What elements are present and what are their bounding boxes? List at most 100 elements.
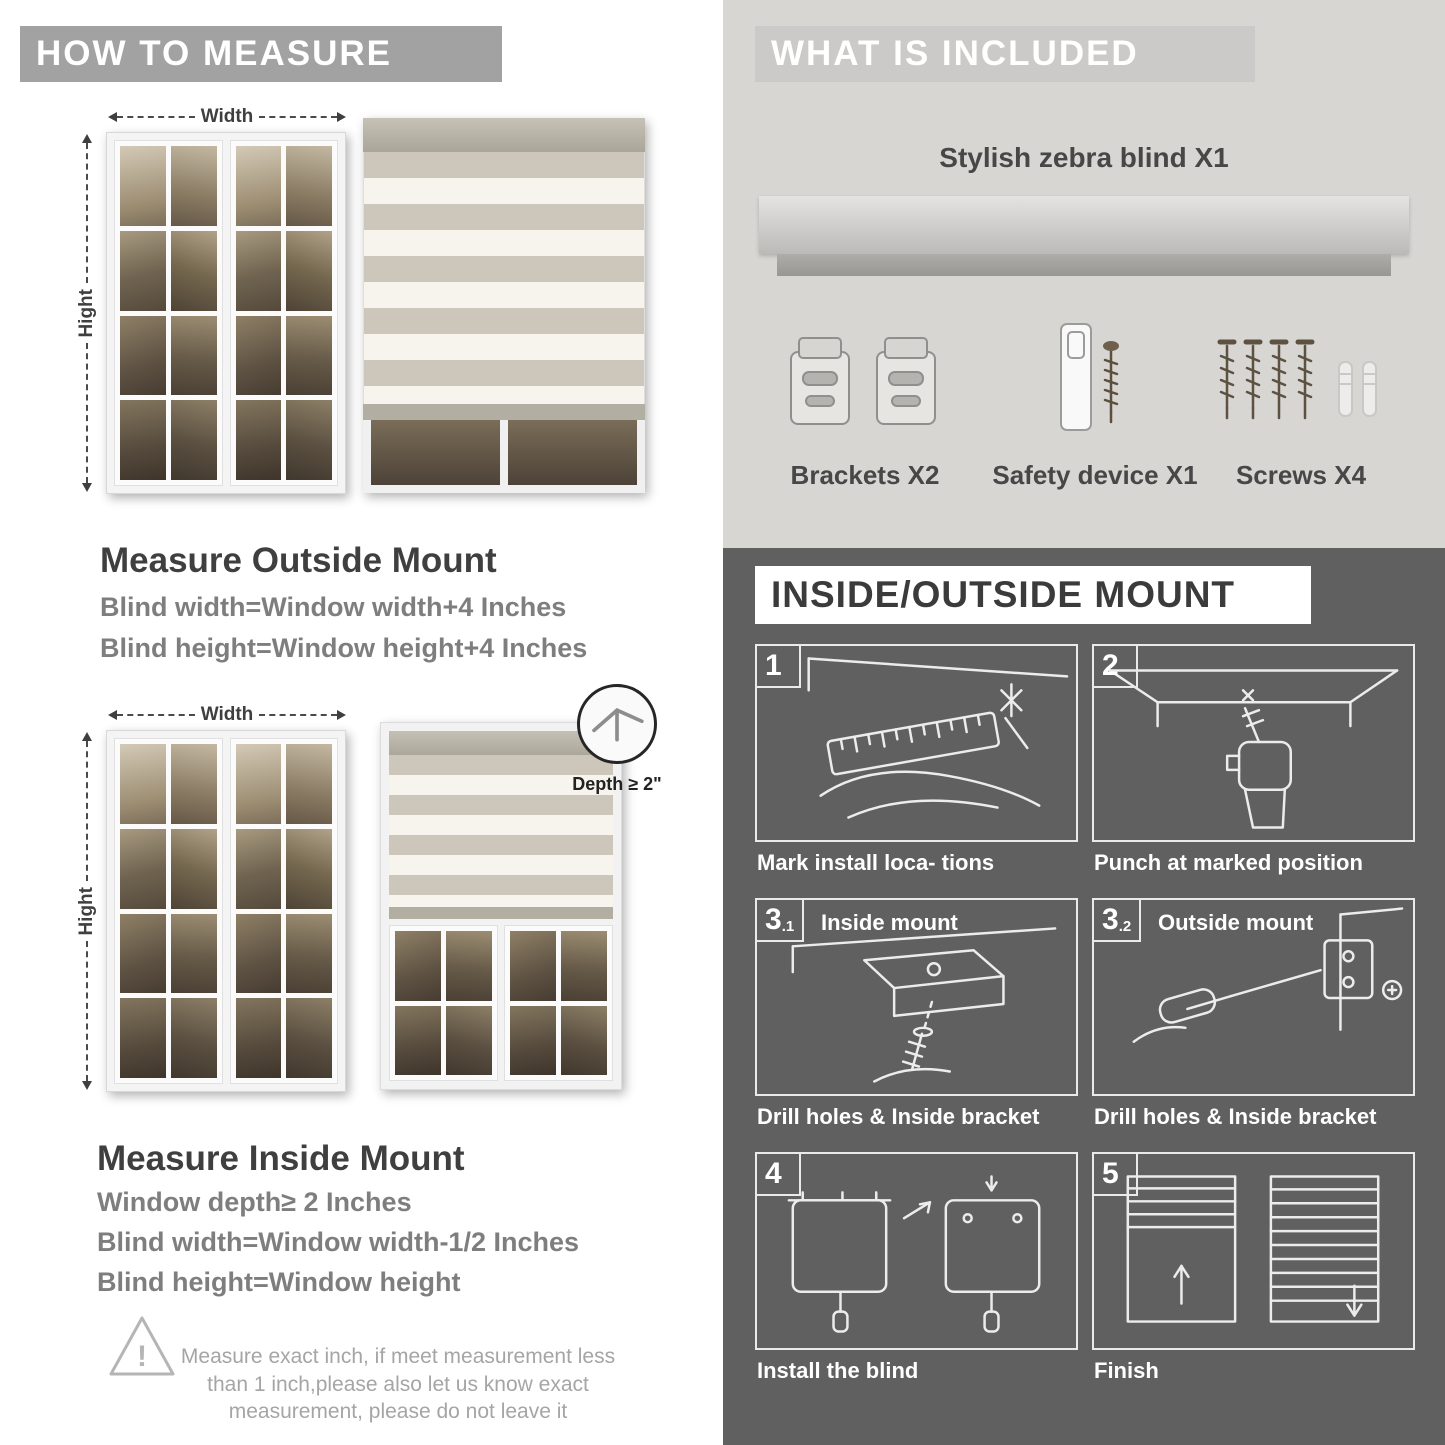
dimension-line <box>117 714 195 716</box>
window-pane <box>286 400 332 480</box>
window-pane <box>446 931 492 1001</box>
window-pane <box>286 913 332 994</box>
inside-mount-blind-illustration <box>380 722 622 1090</box>
depth-callout-circle <box>577 684 657 764</box>
step-panel: 2 <box>1092 644 1415 842</box>
blind-headrail-image <box>759 196 1409 254</box>
outside-bracket-illustration <box>1132 907 1404 1043</box>
step-label: Inside mount <box>821 910 958 935</box>
inside-formula-depth: Window depth≥ 2 Inches <box>97 1187 412 1217</box>
window-pane <box>170 146 217 226</box>
brackets-icon <box>790 337 936 425</box>
window-pane <box>508 420 637 485</box>
window-sash <box>504 925 613 1081</box>
outside-mount-blind-illustration <box>363 118 645 493</box>
window-pane <box>170 230 217 311</box>
step-panel: 1 <box>755 644 1078 842</box>
step-number: 2 <box>1094 646 1138 688</box>
arrow-right-icon <box>337 710 346 720</box>
window-pane <box>286 230 332 311</box>
window-pane <box>235 400 282 480</box>
step-caption: Finish <box>1094 1358 1159 1383</box>
window-pane <box>235 230 282 311</box>
window-pane <box>446 1005 492 1075</box>
window-pane <box>371 420 500 485</box>
mount-steps-grid: 1 Mark install loca- tions <box>755 644 1415 1402</box>
window-pane <box>286 828 332 909</box>
width-dimension: Width <box>108 106 346 128</box>
dimension-line <box>259 116 337 118</box>
window-pane <box>395 931 441 1001</box>
safety-device-icon <box>1060 323 1119 431</box>
mount-step: 1 Mark install loca- tions <box>755 644 1078 894</box>
window-pane <box>395 1005 441 1075</box>
height-label: Hight <box>76 288 97 338</box>
window-pane <box>120 400 166 480</box>
window-sash <box>229 140 338 486</box>
step-label: Outside mount <box>1158 910 1314 935</box>
window-illustration <box>106 730 346 1092</box>
arrow-up-icon <box>82 732 92 741</box>
how-to-measure-header: HOW TO MEASURE <box>20 26 502 82</box>
window-pane <box>120 744 166 824</box>
width-label: Width <box>200 106 254 127</box>
inside-outside-mount-section: INSIDE/OUTSIDE MOUNT <box>723 548 1445 1445</box>
dimension-line <box>86 343 88 484</box>
window-pane <box>235 828 282 909</box>
window-pane <box>235 744 282 824</box>
blind-bottom-rail <box>363 404 645 420</box>
step-number: 3.2 <box>1094 900 1142 942</box>
what-is-included-section: WHAT IS INCLUDED Stylish zebra blind X1 <box>723 0 1445 548</box>
window-pane <box>120 315 166 396</box>
height-dimension: Hight <box>76 134 98 493</box>
height-label: Hight <box>76 886 97 936</box>
window-pane <box>286 744 332 824</box>
window-illustration <box>106 132 346 494</box>
window-pane <box>235 315 282 396</box>
svg-text:!: ! <box>137 1340 147 1373</box>
screws-icon <box>1217 339 1377 420</box>
width-label: Width <box>200 704 254 725</box>
what-is-included-header: WHAT IS INCLUDED <box>755 26 1255 82</box>
step-number: 5 <box>1094 1154 1138 1196</box>
dimension-line <box>86 941 88 1082</box>
step-panel: 5 <box>1092 1152 1415 1350</box>
step-panel: 4 <box>755 1152 1078 1350</box>
window-sash <box>229 738 338 1084</box>
window-pane <box>235 913 282 994</box>
safety-device-label: Safety device X1 <box>992 460 1198 490</box>
step-number: 3.1 <box>757 900 805 942</box>
blind-item-label: Stylish zebra blind X1 <box>939 142 1229 173</box>
corner-depth-icon <box>592 708 644 742</box>
window-pane <box>235 146 282 226</box>
step-caption: Install the blind <box>757 1358 919 1383</box>
step-number: 4 <box>757 1154 801 1196</box>
drill-position-illustration <box>1108 669 1399 829</box>
zebra-stripes <box>389 755 613 907</box>
window-sash <box>114 738 223 1084</box>
window-pane <box>120 998 166 1078</box>
window-pane <box>286 998 332 1078</box>
window-lower-half <box>389 925 613 1081</box>
dimension-line <box>86 741 88 881</box>
brackets-label: Brackets X2 <box>790 460 940 490</box>
inside-formula-width: Blind width=Window width-1/2 Inches <box>97 1227 580 1257</box>
step-caption: Punch at marked position <box>1094 850 1363 875</box>
mount-step: 4 Install the blind <box>755 1152 1078 1402</box>
window-pane <box>561 1005 607 1075</box>
mark-locations-illustration <box>807 657 1069 819</box>
window-pane <box>120 230 166 311</box>
arrow-left-icon <box>108 112 117 122</box>
outside-formula-height: Blind height=Window height+4 Inches <box>100 633 588 663</box>
zebra-stripes <box>363 152 645 404</box>
window-pane <box>120 146 166 226</box>
step-caption: Mark install loca- tions <box>757 850 995 875</box>
window-pane <box>510 931 556 1001</box>
window-pane <box>170 828 217 909</box>
window-pane <box>120 913 166 994</box>
finish-illustration <box>1126 1175 1380 1323</box>
arrow-right-icon <box>337 112 346 122</box>
arrow-down-icon <box>82 483 92 493</box>
dimension-line <box>117 116 195 118</box>
